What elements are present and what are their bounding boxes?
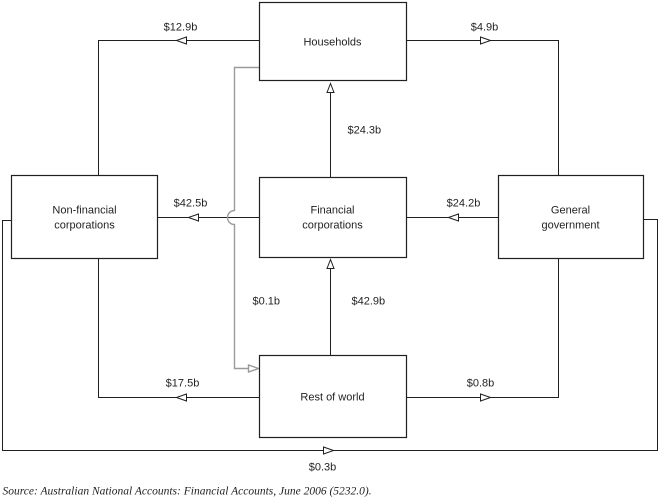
node-restofworld-label: Rest of world [300,392,364,404]
flow-line-households-to-nonfinancial [98,40,260,176]
arrowhead-nonfinancial-to-general-government [323,446,336,455]
arrowhead-households-to-general-government [480,36,493,45]
flow-value-general-government-to-financial: $24.2b [447,198,481,210]
flow-value-financial-to-nonfinancial: $42.5b [174,198,208,210]
node-general-government-label-line2: government [541,220,599,232]
flow-line-households-to-general-government [406,40,559,176]
flow-value-restofworld-to-general-government: $0.8b [467,378,495,390]
arrowhead-restofworld-to-nonfinancial [174,393,187,402]
node-financial-box [258,176,408,259]
node-general-government-label-line1: General [551,205,590,217]
node-financial-label-line1: Financial [310,205,354,217]
flow-value-financial-to-households: $24.3b [348,125,382,137]
arrowhead-financial-to-nonfinancial [186,213,199,222]
arrowhead-general-government-to-financial [446,213,459,222]
source-note: Source: Australian National Accounts: Fi… [3,486,372,498]
flow-line-households-to-restofworld [226,66,260,370]
node-nonfinancial-label-line2: corporations [54,220,115,232]
arrowhead-households-to-nonfinancial [174,36,187,45]
flow-value-restofworld-to-nonfinancial: $17.5b [166,378,200,390]
flow-value-households-to-restofworld: $0.1b [253,296,281,308]
flow-value-households-to-general-government: $4.9b [471,22,499,34]
flow-value-households-to-nonfinancial: $12.9b [164,22,198,34]
flow-value-nonfinancial-to-general-government: $0.3b [309,462,337,474]
node-nonfinancial-label-line1: Non-financial [52,205,116,217]
flow-line-restofworld-to-general-government [406,258,559,398]
node-nonfinancial-box [10,174,159,260]
node-financial-label-line2: corporations [302,220,363,232]
node-households-label: Households [303,37,362,49]
flow-line-restofworld-to-nonfinancial [98,258,260,398]
node-households-box [258,1,408,82]
node-restofworld-box [258,354,408,439]
node-general-government-box [497,174,645,260]
arrowhead-restofworld-to-financial [326,258,335,269]
arrowhead-restofworld-to-general-government [480,393,493,402]
arrowhead-households-to-restofworld [247,364,261,373]
flow-value-restofworld-to-financial: $42.9b [352,296,386,308]
arrowhead-financial-to-households [326,82,335,93]
